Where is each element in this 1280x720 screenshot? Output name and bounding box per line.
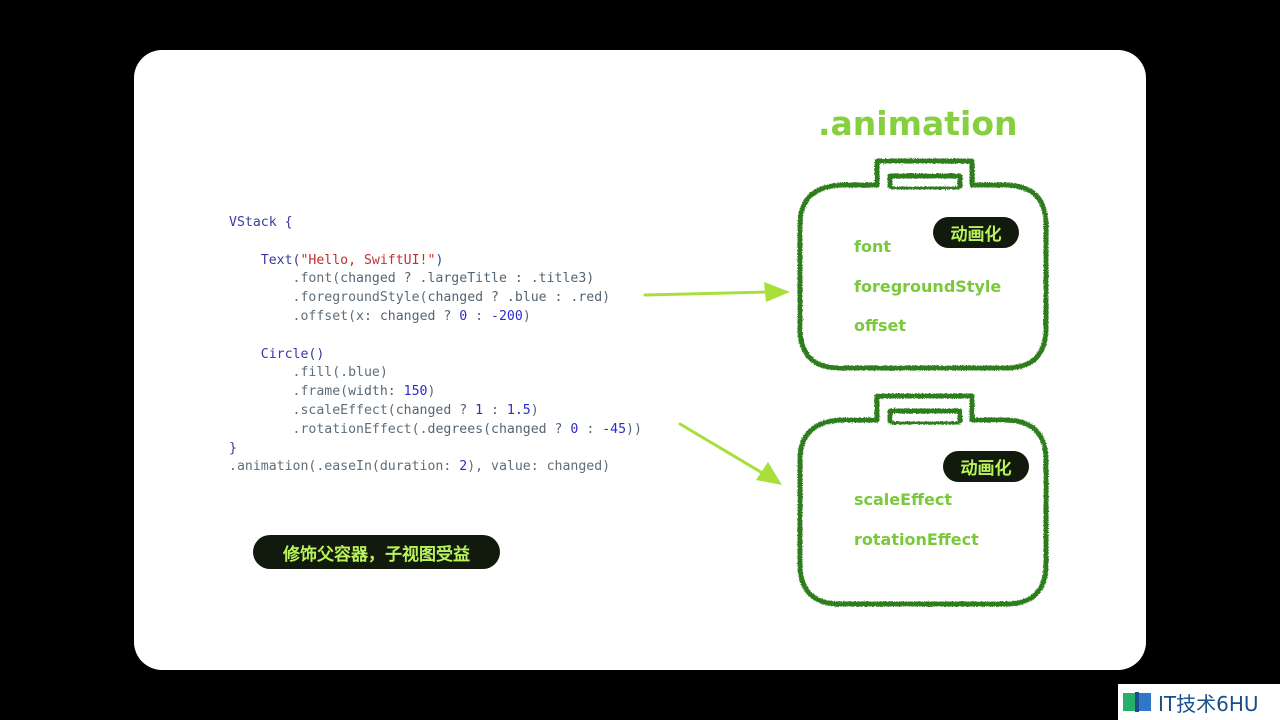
code-token: )	[530, 402, 539, 418]
book-icon	[1123, 692, 1151, 712]
code-line: .frame(width: 150)	[229, 383, 642, 402]
code-token: .font(	[229, 271, 341, 287]
code-token: )	[522, 308, 531, 324]
code-token: changed ? .largeTitle : .title3)	[340, 271, 595, 287]
code-line: .offset(x: changed ? 0 : -200)	[229, 308, 642, 327]
code-line: }	[229, 440, 642, 459]
code-token: ))	[626, 421, 642, 437]
code-token: .fill(.blue)	[229, 365, 388, 381]
code-token: :	[578, 421, 603, 437]
code-token: .scaleEffect(	[229, 402, 396, 418]
badge-animatable-top: 动画化	[933, 217, 1019, 248]
code-token: .degrees(changed ?	[419, 421, 571, 437]
code-token: "Hello, SwiftUI!"	[300, 252, 436, 268]
code-token: changed ? .blue : .red)	[427, 290, 611, 306]
code-token: :	[483, 402, 507, 418]
diagram-title: .animation	[818, 104, 1018, 143]
code-line: Text("Hello, SwiftUI!")	[229, 252, 642, 271]
code-line: .scaleEffect(changed ? 1 : 1.5)	[229, 402, 642, 421]
code-token: 0	[459, 308, 468, 324]
prop-offset: offset	[854, 316, 906, 335]
code-token: .offset(	[229, 308, 357, 324]
code-token: :	[467, 308, 492, 324]
code-line: .font(changed ? .largeTitle : .title3)	[229, 270, 642, 289]
code-token: .frame(	[229, 384, 349, 400]
note-pill: 修饰父容器，子视图受益	[253, 535, 500, 569]
prop-font: font	[854, 237, 891, 256]
code-token: width:	[348, 384, 404, 400]
code-line: VStack {	[229, 214, 642, 233]
code-line: .animation(.easeIn(duration: 2), value: …	[229, 458, 642, 477]
code-token: 150	[403, 384, 428, 400]
code-token: -45	[602, 421, 627, 437]
code-token: changed ?	[395, 402, 476, 418]
code-token: ), value: changed)	[467, 459, 611, 475]
code-token: }	[229, 440, 237, 456]
code-token: .rotationEffect(	[229, 421, 420, 437]
prop-foreground-style: foregroundStyle	[854, 277, 1002, 296]
watermark-logo: IT技术6HU	[1118, 684, 1280, 720]
watermark-text: IT技术6HU	[1158, 691, 1259, 716]
code-token: .foregroundStyle(	[229, 290, 428, 306]
code-token: Text(	[229, 252, 301, 268]
code-token: )	[427, 384, 436, 400]
code-line: .fill(.blue)	[229, 364, 642, 383]
code-token: 0	[570, 421, 579, 437]
code-token: Circle()	[229, 346, 325, 362]
badge-animatable-bottom: 动画化	[943, 451, 1029, 482]
code-token: VStack {	[229, 215, 293, 230]
code-line: Circle()	[229, 346, 642, 365]
code-line	[229, 327, 642, 346]
code-token: .animation(.easeIn(duration:	[229, 459, 460, 475]
code-block: VStack { Text("Hello, SwiftUI!") .font(c…	[229, 214, 642, 477]
code-line: .foregroundStyle(changed ? .blue : .red)	[229, 289, 642, 308]
code-token: 2	[459, 459, 468, 475]
code-token: x: changed ?	[356, 308, 460, 324]
prop-scale-effect: scaleEffect	[854, 490, 953, 509]
prop-rotation-effect: rotationEffect	[854, 530, 979, 549]
code-line	[229, 233, 642, 252]
code-token: -200	[491, 308, 523, 324]
code-token: )	[435, 252, 444, 268]
code-line: .rotationEffect(.degrees(changed ? 0 : -…	[229, 421, 642, 440]
code-token: 1	[475, 402, 484, 418]
code-token: 1.5	[506, 402, 531, 418]
